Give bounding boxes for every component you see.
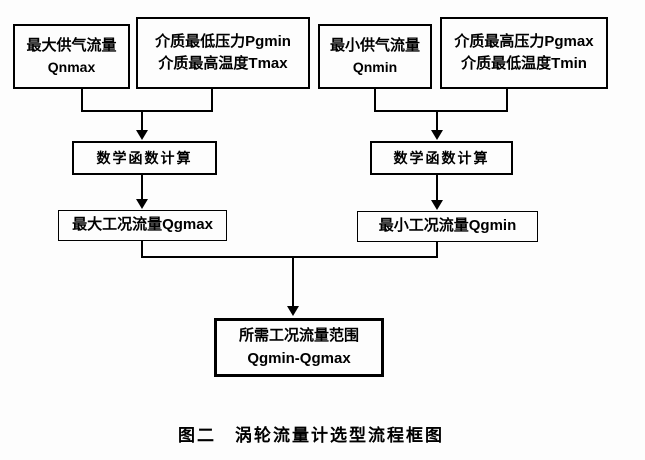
connector-right-stub-2 <box>506 89 508 112</box>
node-math-calc-right-label: 数学函数计算 <box>393 149 490 166</box>
node-max-supply-flow: 最大供气流量 Qnmax <box>13 24 130 89</box>
connector-left-stub-1 <box>81 89 83 112</box>
connector-result-arrow-stem <box>292 258 294 307</box>
node-math-calc-left-label: 数学函数计算 <box>96 149 193 166</box>
node-required-flow-range-label: 所需工况流量范围 <box>238 327 359 344</box>
node-math-calc-left: 数学函数计算 <box>72 141 217 175</box>
connector-left-merge-bar <box>81 110 213 112</box>
node-min-temp-label: 介质最低温度Tmin <box>461 55 587 72</box>
node-max-temp-label: 介质最高温度Tmax <box>158 55 288 72</box>
arrowhead-result-icon <box>287 306 299 316</box>
connector-left-stub-2 <box>211 89 213 112</box>
connector-mathleft-qgmax-stem <box>141 175 143 200</box>
node-min-pressure-max-temp: 介质最低压力Pgmin 介质最高温度Tmax <box>136 17 310 89</box>
connector-right-stub-1 <box>374 89 376 112</box>
node-max-pressure-min-temp: 介质最高压力Pgmax 介质最低温度Tmin <box>440 17 608 89</box>
node-min-pressure-label: 介质最低压力Pgmin <box>155 32 291 50</box>
connector-bottom-merge-bar <box>141 256 438 258</box>
connector-left-arrow-stem <box>141 112 143 131</box>
node-max-working-flow-label: 最大工况流量Qgmax <box>72 216 213 234</box>
figure-caption: 图二 涡轮流量计选型流程框图 <box>178 426 444 445</box>
arrowhead-right-math-icon <box>431 130 443 140</box>
node-required-flow-range-symbol: Qgmin-Qgmax <box>247 349 351 367</box>
arrowhead-qgmin-icon <box>431 200 443 210</box>
node-min-working-flow: 最小工况流量Qgmin <box>357 211 538 242</box>
node-min-supply-flow: 最小供气流量 Qnmin <box>318 24 432 89</box>
node-max-working-flow: 最大工况流量Qgmax <box>58 210 227 241</box>
node-min-supply-flow-label: 最小供气流量 <box>329 36 420 54</box>
connector-right-merge-bar <box>374 110 508 112</box>
node-math-calc-right: 数学函数计算 <box>370 141 513 175</box>
connector-qgmax-stub <box>141 241 143 258</box>
connector-mathright-qgmin-stem <box>436 175 438 201</box>
node-required-flow-range: 所需工况流量范围 Qgmin-Qgmax <box>214 318 384 377</box>
node-max-supply-flow-label: 最大供气流量 <box>26 36 117 54</box>
connector-right-arrow-stem <box>436 112 438 131</box>
arrowhead-qgmax-icon <box>136 199 148 209</box>
connector-qgmin-stub <box>436 242 438 258</box>
node-max-supply-flow-symbol: Qnmax <box>47 59 96 76</box>
arrowhead-left-math-icon <box>136 130 148 140</box>
node-max-pressure-label: 介质最高压力Pgmax <box>454 32 594 50</box>
node-min-working-flow-label: 最小工况流量Qgmin <box>378 217 517 235</box>
node-min-supply-flow-symbol: Qnmin <box>352 59 398 76</box>
